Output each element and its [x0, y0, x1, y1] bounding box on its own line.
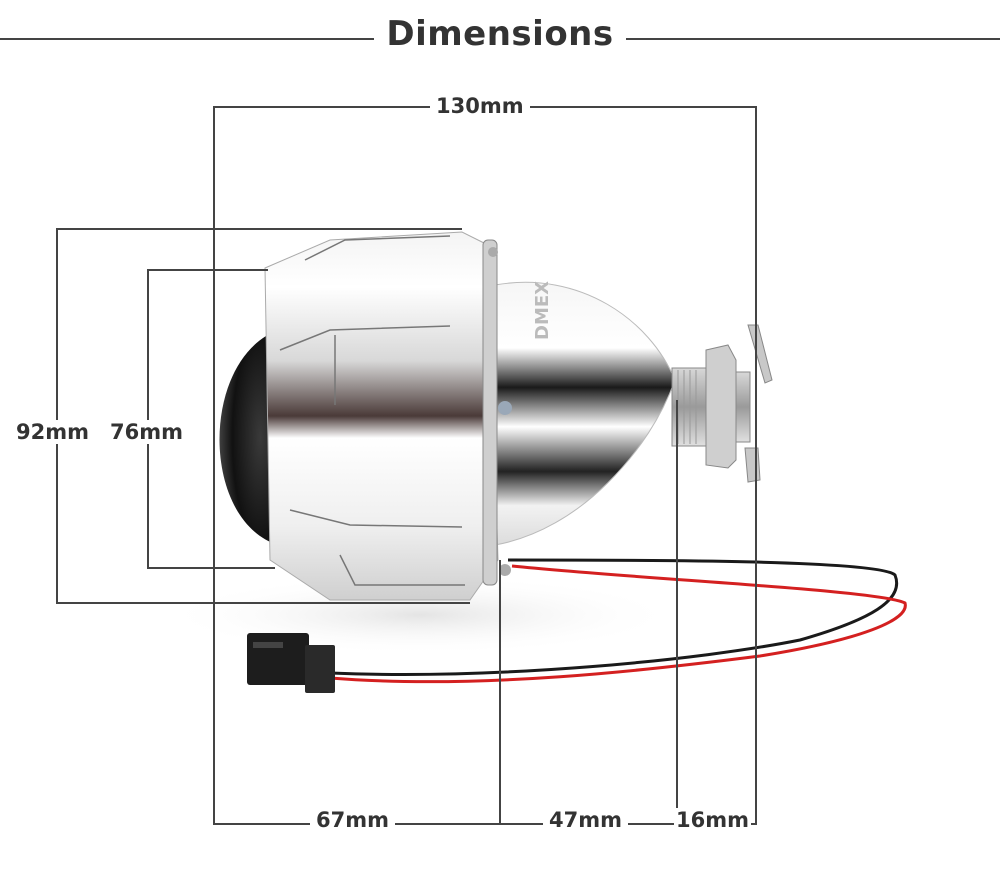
dim-line-76 [147, 269, 275, 569]
flange-screw [498, 401, 512, 415]
flange-screw [488, 247, 498, 257]
dim-label-rear-section: 47mm [543, 808, 628, 832]
bulb-housing [494, 281, 676, 546]
black-wire [329, 558, 899, 676]
hex-nut [705, 344, 737, 469]
red-wire [329, 564, 907, 684]
title-rule-right [612, 38, 1000, 40]
retaining-clip [744, 447, 761, 483]
socket [735, 371, 751, 443]
title-rule-left [0, 38, 382, 40]
dim-label-lens-diameter: 76mm [104, 420, 189, 444]
dim-label-front-section: 67mm [310, 808, 395, 832]
dim-label-connector-section: 16mm [674, 808, 751, 832]
flange-screw [499, 564, 511, 576]
dim-line-92 [56, 228, 470, 604]
page-title: Dimensions [0, 14, 1000, 54]
mounting-flange [482, 239, 498, 586]
retaining-clip [747, 324, 773, 384]
dim-label-outer-diameter: 92mm [10, 420, 95, 444]
shroud-fins [279, 235, 465, 586]
lens-dome [219, 330, 278, 545]
brand-mark: DMEX [532, 281, 553, 340]
wire-connector [247, 633, 335, 693]
chrome-shroud [264, 231, 499, 601]
dim-label-overall-length: 130mm [430, 94, 530, 118]
